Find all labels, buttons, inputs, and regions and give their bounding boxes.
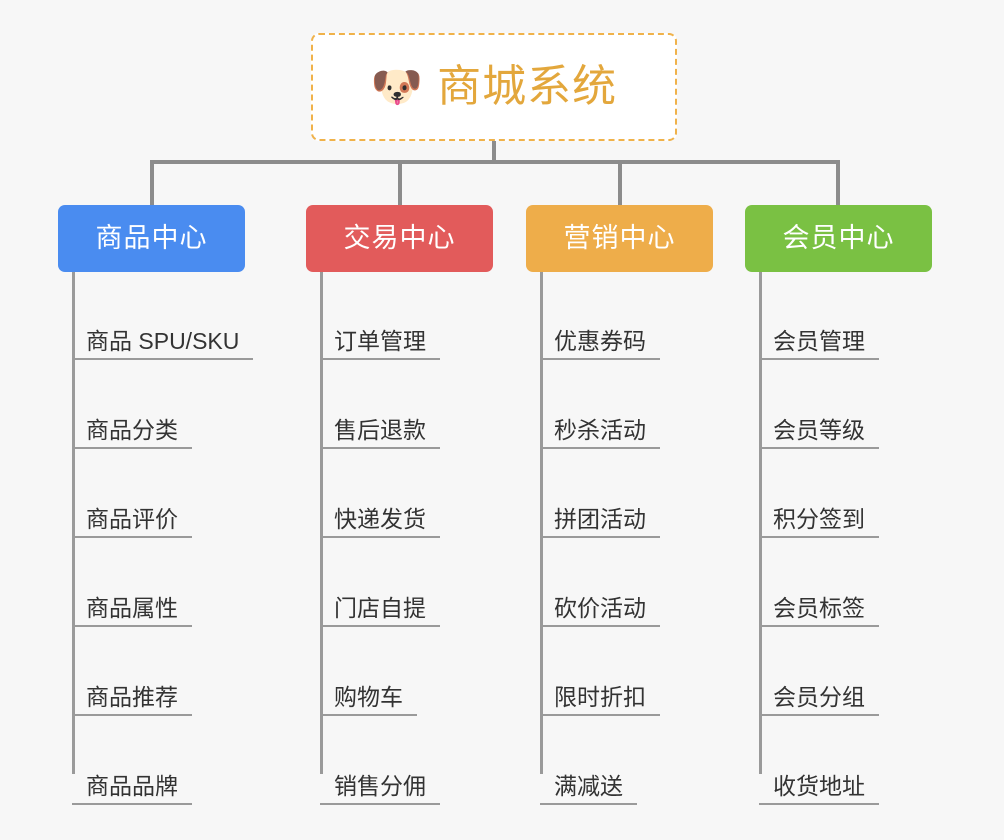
leaf-item[interactable]: 商品属性 xyxy=(72,569,192,627)
root-title: 商城系统 xyxy=(437,62,618,111)
leaf-item[interactable]: 销售分佣 xyxy=(320,747,440,805)
leaf-label: 商品 SPU/SKU xyxy=(86,327,240,354)
leaf-item[interactable]: 拼团活动 xyxy=(540,480,660,538)
leaf-label: 快递发货 xyxy=(334,505,426,532)
leaf-label: 砍价活动 xyxy=(554,594,646,621)
leaf-item[interactable]: 满减送 xyxy=(540,747,637,805)
leaf-item[interactable]: 商品 SPU/SKU xyxy=(72,302,254,360)
category-box-product-center[interactable]: 商品中心 xyxy=(58,205,245,272)
category-box-member-center[interactable]: 会员中心 xyxy=(745,205,932,272)
category-label: 会员中心 xyxy=(782,223,895,253)
leaf-label: 商品品牌 xyxy=(86,772,178,799)
drop-connector-member-center xyxy=(836,160,840,205)
leaf-item[interactable]: 购物车 xyxy=(320,658,417,716)
leaf-label: 商品分类 xyxy=(86,416,178,443)
drop-connector-marketing-center xyxy=(618,160,622,205)
leaf-label: 商品评价 xyxy=(86,505,178,532)
leaf-label: 会员管理 xyxy=(773,327,865,354)
leaf-item[interactable]: 优惠券码 xyxy=(540,302,660,360)
leaf-label: 满减送 xyxy=(554,772,623,799)
horizontal-bus-connector xyxy=(150,160,840,164)
leaf-label: 收货地址 xyxy=(773,772,865,799)
leaf-item[interactable]: 积分签到 xyxy=(759,480,879,538)
drop-connector-product-center xyxy=(150,160,154,205)
leaf-item[interactable]: 秒杀活动 xyxy=(540,391,660,449)
leaf-item[interactable]: 订单管理 xyxy=(320,302,440,360)
category-label: 商品中心 xyxy=(95,223,208,253)
leaf-item[interactable]: 商品推荐 xyxy=(72,658,192,716)
leaf-item[interactable]: 收货地址 xyxy=(759,747,879,805)
root-stem-connector xyxy=(492,141,496,164)
category-label: 营销中心 xyxy=(563,223,676,253)
drop-connector-trade-center xyxy=(398,160,402,205)
category-box-marketing-center[interactable]: 营销中心 xyxy=(526,205,713,272)
leaf-label: 商品属性 xyxy=(86,594,178,621)
leaf-label: 秒杀活动 xyxy=(554,416,646,443)
leaf-item[interactable]: 快递发货 xyxy=(320,480,440,538)
leaf-item[interactable]: 会员标签 xyxy=(759,569,879,627)
branch-spine xyxy=(759,272,762,774)
leaf-label: 商品推荐 xyxy=(86,683,178,710)
root-node[interactable]: 🐶 商城系统 xyxy=(311,33,677,141)
leaf-label: 购物车 xyxy=(334,683,403,710)
leaf-label: 会员等级 xyxy=(773,416,865,443)
leaf-item[interactable]: 商品分类 xyxy=(72,391,192,449)
category-box-trade-center[interactable]: 交易中心 xyxy=(306,205,493,272)
branch-spine xyxy=(320,272,323,774)
leaf-item[interactable]: 售后退款 xyxy=(320,391,440,449)
leaf-label: 门店自提 xyxy=(334,594,426,621)
category-label: 交易中心 xyxy=(343,223,456,253)
branch-spine xyxy=(540,272,543,774)
leaf-item[interactable]: 砍价活动 xyxy=(540,569,660,627)
shiba-dog-face-icon: 🐶 xyxy=(370,63,424,110)
leaf-label: 会员分组 xyxy=(773,683,865,710)
leaf-item[interactable]: 会员管理 xyxy=(759,302,879,360)
leaf-item[interactable]: 商品品牌 xyxy=(72,747,192,805)
leaf-label: 优惠券码 xyxy=(554,327,646,354)
leaf-item[interactable]: 限时折扣 xyxy=(540,658,660,716)
leaf-label: 限时折扣 xyxy=(554,683,646,710)
leaf-label: 售后退款 xyxy=(334,416,426,443)
branch-spine xyxy=(72,272,75,774)
leaf-label: 会员标签 xyxy=(773,594,865,621)
leaf-label: 订单管理 xyxy=(334,327,426,354)
leaf-item[interactable]: 会员等级 xyxy=(759,391,879,449)
leaf-item[interactable]: 门店自提 xyxy=(320,569,440,627)
leaf-item[interactable]: 商品评价 xyxy=(72,480,192,538)
leaf-label: 拼团活动 xyxy=(554,505,646,532)
leaf-item[interactable]: 会员分组 xyxy=(759,658,879,716)
leaf-label: 积分签到 xyxy=(773,505,865,532)
leaf-label: 销售分佣 xyxy=(334,772,426,799)
